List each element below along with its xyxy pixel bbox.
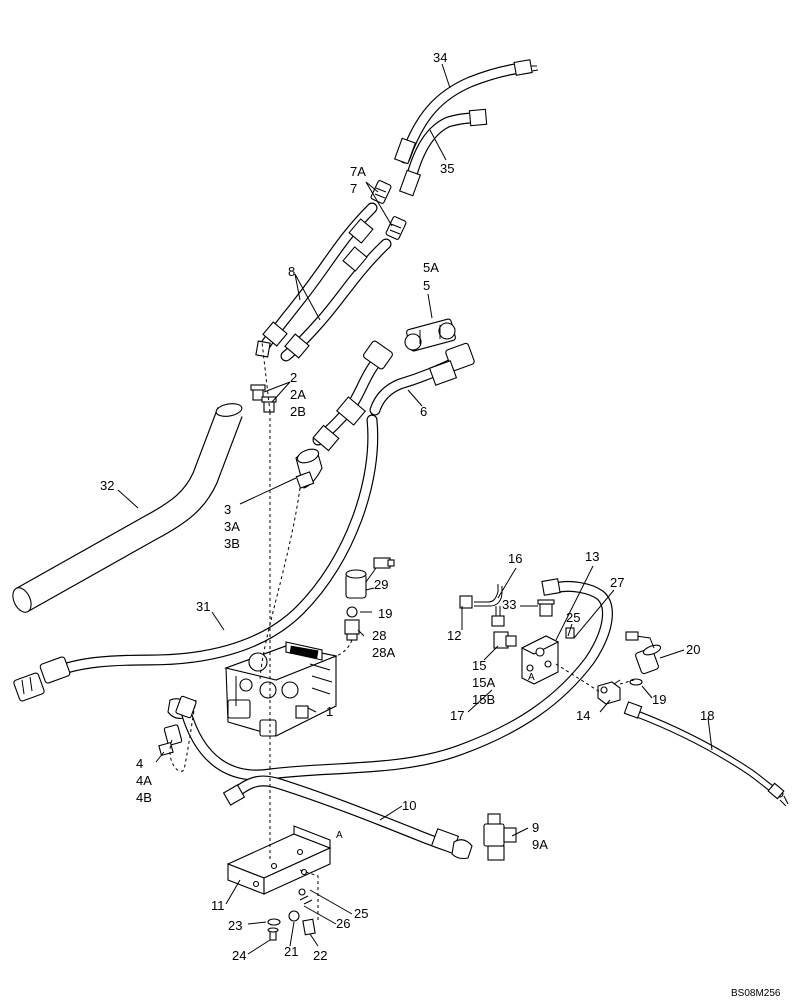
- valve-1: [224, 641, 338, 737]
- assembly-dashed-lines: [169, 341, 635, 920]
- callout-11: 11: [211, 898, 225, 913]
- callout-2: 2: [290, 370, 297, 385]
- callout-27: 27: [610, 575, 624, 590]
- callout-31: 31: [196, 599, 210, 614]
- callout-33: 33: [502, 597, 516, 612]
- drawing-code: BS08M256: [731, 988, 781, 999]
- callout-3: 3: [224, 502, 231, 517]
- callout-25b: 25: [354, 906, 368, 921]
- callout-19b: 19: [652, 692, 666, 707]
- callout-25a: 25: [566, 610, 580, 625]
- callout-15a: 15A: [472, 675, 495, 690]
- callout-9: 9: [532, 820, 539, 835]
- callout-13: 13: [585, 549, 599, 564]
- callout-32: 32: [100, 478, 114, 493]
- hose-8: [255, 202, 392, 362]
- callout-4a: 4A: [136, 773, 152, 788]
- callout-5a: 5A: [423, 260, 439, 275]
- callout-3a: 3A: [224, 519, 240, 534]
- hose-6: [312, 340, 475, 452]
- hose-17: [175, 578, 613, 781]
- fitting-5: [404, 318, 456, 352]
- leader-lines: [117, 63, 713, 955]
- tee-9: [483, 813, 517, 861]
- tube-32: [12, 403, 243, 613]
- fitting-33: [537, 599, 555, 617]
- callout-24: 24: [232, 948, 246, 963]
- callout-34: 34: [433, 50, 447, 65]
- callout-5: 5: [423, 278, 430, 293]
- callout-22: 22: [313, 948, 327, 963]
- callout-17: 17: [450, 708, 464, 723]
- callout-15: 15: [472, 658, 486, 673]
- callout-7a: 7A: [350, 164, 366, 179]
- callout-8: 8: [288, 264, 295, 279]
- callout-16: 16: [508, 551, 522, 566]
- hardware-fasteners: [267, 888, 316, 941]
- tube-16: [459, 584, 505, 627]
- callout-labels: 34 35 7A 7 8 5A 5 2 2A 2B 6 32 3 3A 3B 1…: [100, 50, 714, 963]
- hose-10: [222, 775, 473, 860]
- callout-28a: 28A: [372, 645, 395, 660]
- callout-28: 28: [372, 628, 386, 643]
- callout-18: 18: [700, 708, 714, 723]
- callout-3b: 3B: [224, 536, 240, 551]
- hose-34: [393, 59, 539, 165]
- callout-6: 6: [420, 404, 427, 419]
- callout-21: 21: [284, 944, 298, 959]
- callout-2b: 2B: [290, 404, 306, 419]
- callout-12: 12: [447, 628, 461, 643]
- pressure-switch-29: [344, 557, 395, 641]
- valve-block-13: [520, 627, 575, 685]
- hose-31: [13, 414, 379, 702]
- callout-10: 10: [402, 798, 416, 813]
- tee-14: [597, 679, 621, 705]
- callout-35: 35: [440, 161, 454, 176]
- callout-2a: 2A: [290, 387, 306, 402]
- elbow-3: [295, 448, 323, 489]
- callout-29: 29: [374, 577, 388, 592]
- callout-4b: 4B: [136, 790, 152, 805]
- callout-4: 4: [136, 756, 143, 771]
- callout-20: 20: [686, 642, 700, 657]
- callout-26: 26: [336, 916, 350, 931]
- bracket-11: [226, 825, 332, 895]
- fitting-15: [493, 631, 517, 649]
- callout-19a: 19: [378, 606, 392, 621]
- callout-1: 1: [326, 704, 333, 719]
- connection-mark-a-block: A: [528, 672, 535, 683]
- callout-23: 23: [228, 918, 242, 933]
- callout-7: 7: [350, 181, 357, 196]
- connection-mark-a-bracket: A: [336, 830, 343, 841]
- switch-20: [625, 631, 662, 686]
- callout-14: 14: [576, 708, 590, 723]
- callout-9a: 9A: [532, 837, 548, 852]
- hose-35: [398, 108, 488, 197]
- callout-15b: 15B: [472, 692, 495, 707]
- hose-18: [623, 701, 789, 807]
